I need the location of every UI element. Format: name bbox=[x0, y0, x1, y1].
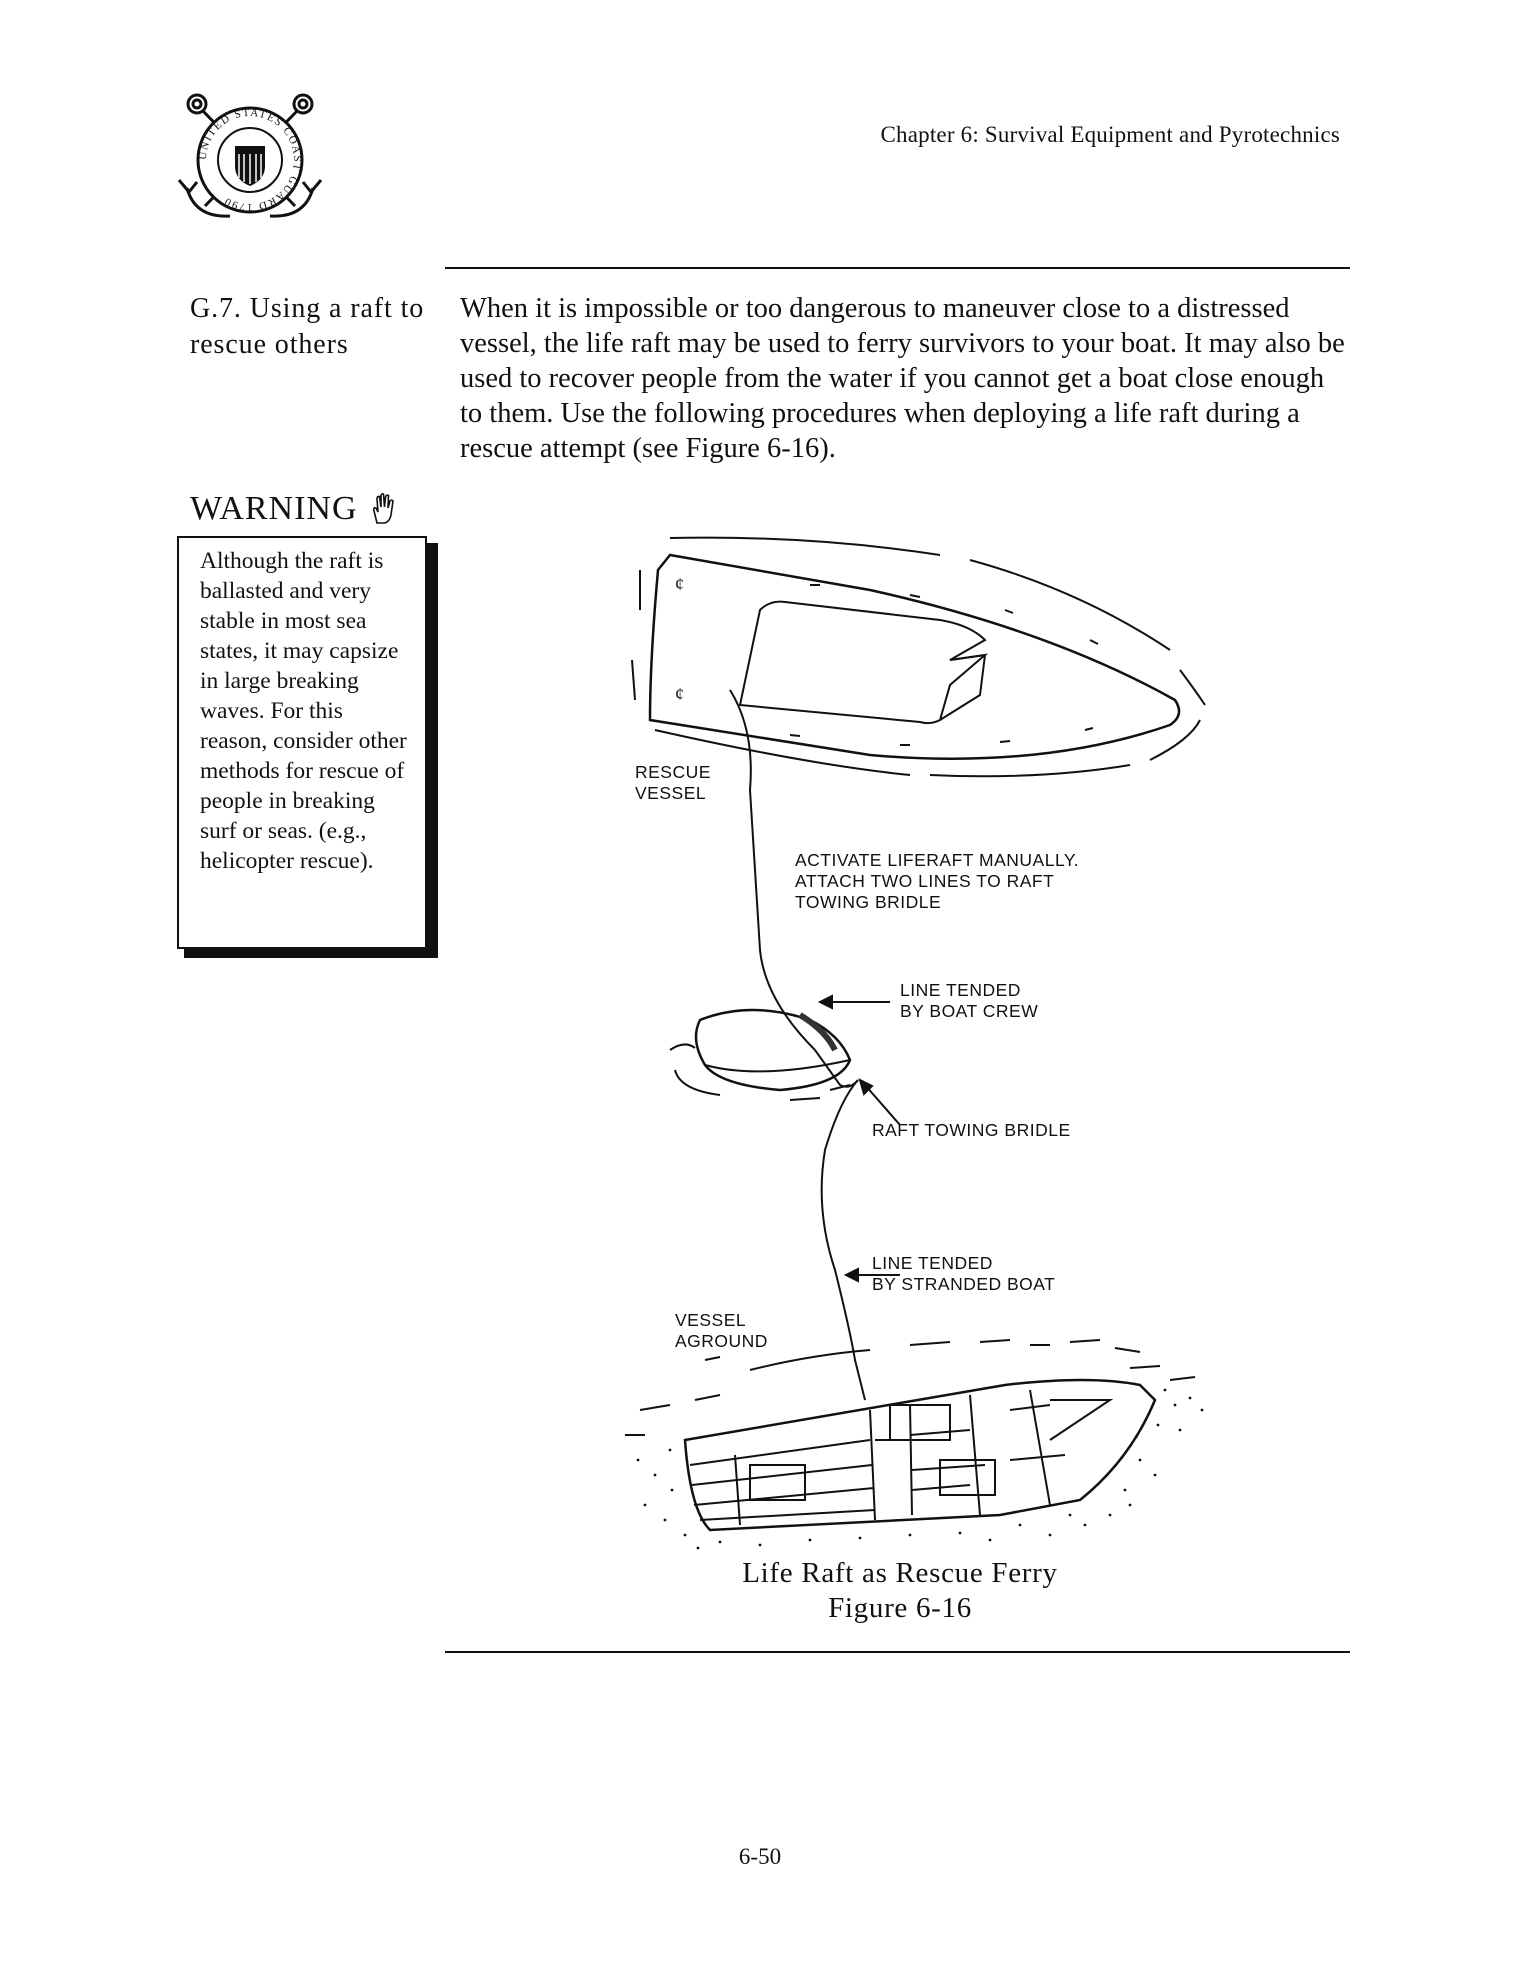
svg-text:¢: ¢ bbox=[675, 574, 684, 594]
label-vessel-aground: VESSEL AGROUND bbox=[675, 1310, 768, 1351]
warning-box: Although the raft is ballasted and very … bbox=[177, 536, 427, 949]
rescue-vessel-cabin bbox=[738, 600, 989, 725]
chapter-header: Chapter 6: Survival Equipment and Pyrote… bbox=[880, 122, 1340, 147]
page-number: 6-50 bbox=[738, 1844, 782, 1869]
stranded-vessel-hull bbox=[683, 1378, 1157, 1532]
figure-caption-title: Life Raft as Rescue Ferry bbox=[742, 1557, 1058, 1589]
warning-heading: WARNING bbox=[190, 490, 398, 528]
line-tended-by-stranded-boat bbox=[820, 1079, 866, 1401]
hand-icon bbox=[372, 493, 394, 524]
warning-title-text: WARNING bbox=[190, 490, 358, 527]
label-line-tended-boat-crew: LINE TENDED BY BOAT CREW bbox=[900, 980, 1039, 1021]
label-line-tended-stranded-boat: LINE TENDED BY STRANDED BOAT bbox=[872, 1253, 1056, 1294]
label-rescue-vessel: RESCUE VESSEL bbox=[635, 762, 711, 803]
figure-6-16-illustration: ¢ ¢ bbox=[610, 530, 1250, 1560]
rescue-vessel-hull bbox=[648, 553, 1181, 760]
coast-guard-seal-logo: UNITED STATES COAST GUARD 1790 bbox=[177, 93, 323, 218]
life-raft bbox=[694, 1008, 852, 1092]
rescue-ferry-drawing: ¢ ¢ bbox=[625, 536, 1206, 1550]
top-divider bbox=[445, 267, 1350, 269]
figure-caption-number: Figure 6-16 bbox=[828, 1592, 972, 1624]
svg-text:¢: ¢ bbox=[675, 684, 684, 704]
label-activate-liferaft: ACTIVATE LIFERAFT MANUALLY. ATTACH TWO L… bbox=[795, 850, 1080, 912]
label-raft-towing-bridle: RAFT TOWING BRIDLE bbox=[872, 1120, 1071, 1140]
section-heading: G.7. Using a raft to rescue others bbox=[190, 293, 425, 360]
bottom-divider bbox=[445, 1651, 1350, 1653]
section-body-paragraph: When it is impossible or too dangerous t… bbox=[460, 293, 1345, 464]
